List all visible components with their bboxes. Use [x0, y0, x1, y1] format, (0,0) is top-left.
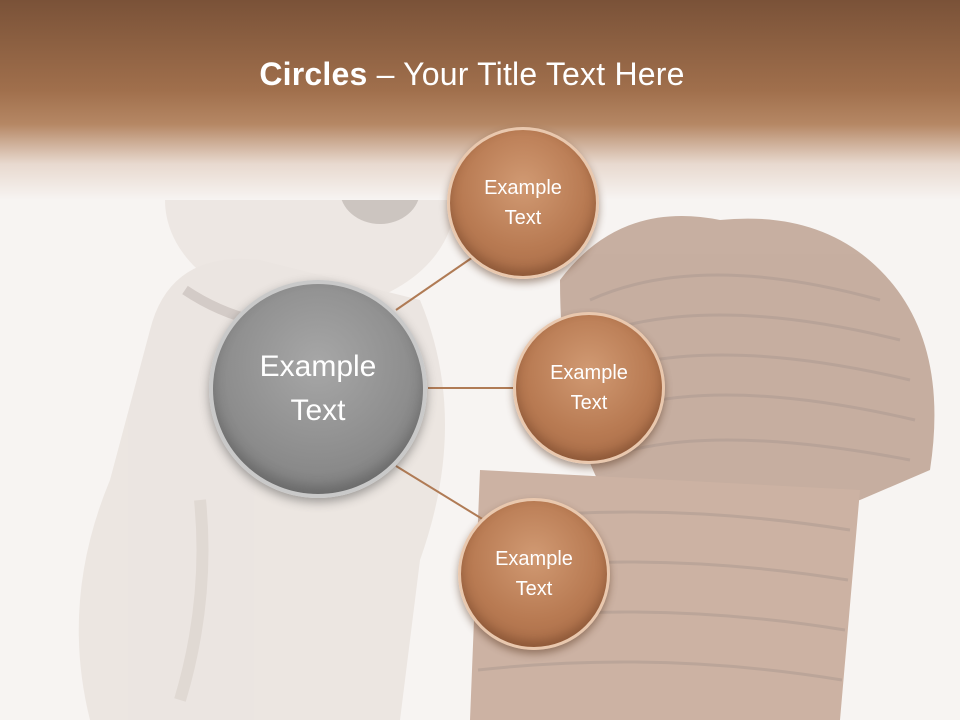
node-circle-label: Example Text: [495, 548, 573, 600]
node-circle-label: Example Text: [550, 362, 628, 414]
connector-bottom: [395, 465, 485, 521]
node-circle-middle[interactable]: Example Text: [513, 312, 665, 464]
node-circle-label: Example Text: [484, 177, 562, 229]
node-circle-top[interactable]: Example Text: [447, 127, 599, 279]
connector-top: [395, 254, 477, 311]
center-circle-label: Example Text: [259, 350, 377, 427]
center-circle[interactable]: Example Text: [209, 280, 427, 498]
title-rest: – Your Title Text Here: [367, 56, 685, 92]
node-circle-bottom[interactable]: Example Text: [458, 498, 610, 650]
slide-title: Circles – Your Title Text Here: [0, 56, 944, 93]
title-bold: Circles: [259, 56, 368, 92]
